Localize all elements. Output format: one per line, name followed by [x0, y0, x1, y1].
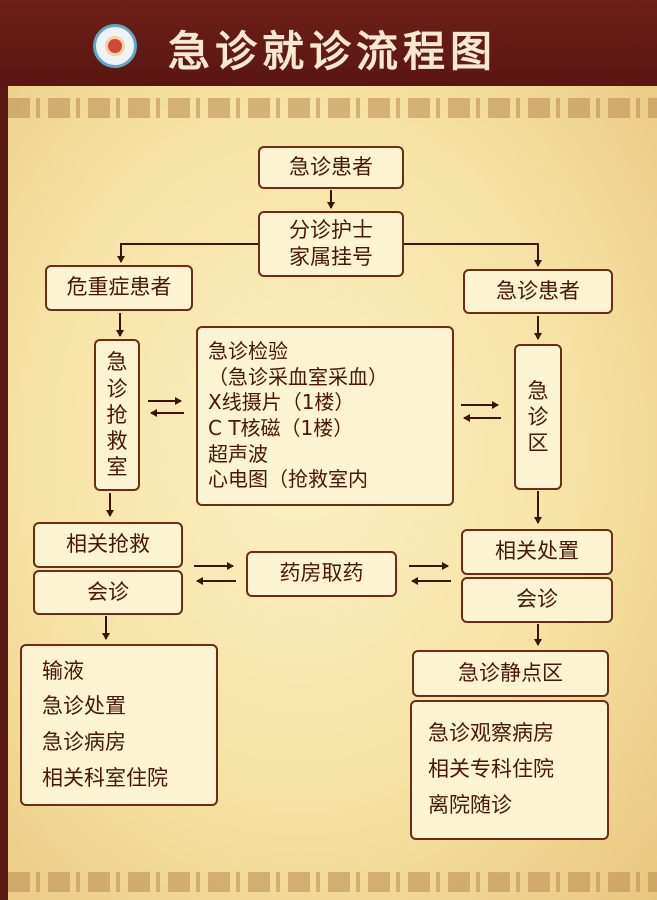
emergency-area-char: 诊	[527, 404, 549, 429]
related-rescue-box: 相关抢救	[33, 522, 183, 568]
infusion-area-label: 急诊静点区	[458, 660, 563, 685]
left-consultation-box: 会诊	[33, 570, 183, 615]
right-consultation-box: 会诊	[461, 577, 613, 623]
pharmacy-box: 药房取药	[246, 551, 397, 597]
left-outcomes-box: 输液 急诊处置 急诊病房 相关科室住院	[20, 644, 218, 806]
related-rescue-label: 相关抢救	[66, 532, 150, 557]
triage-box: 分诊护士 家属挂号	[258, 211, 404, 277]
tests-box: 急诊检验 （急诊采血室采血） X线摄片（1楼） C T核磁（1楼） 超声波 心电…	[196, 326, 454, 506]
right-outcomes-box: 急诊观察病房 相关专科住院 离院随诊	[410, 700, 609, 840]
outcome-item: 急诊处置	[42, 694, 126, 719]
test-item: C T核磁（1楼）	[208, 416, 354, 440]
page-title: 急诊就诊流程图	[168, 27, 498, 76]
emergency-patient-box: 急诊患者	[258, 146, 404, 189]
test-item: X线摄片（1楼）	[208, 390, 355, 415]
outcome-item: 相关科室住院	[42, 765, 168, 790]
rescue-room-char: 抢	[106, 402, 128, 427]
outcome-item: 输液	[42, 658, 84, 683]
infusion-area-box: 急诊静点区	[412, 650, 609, 697]
rescue-room-box: 急 诊 抢 救 室	[94, 339, 140, 491]
rescue-room-char: 急	[106, 350, 128, 375]
hospital-logo-icon	[93, 24, 137, 68]
header-banner: 急诊就诊流程图	[0, 0, 657, 86]
outcome-item: 离院随诊	[428, 792, 512, 817]
regular-patient-box: 急诊患者	[463, 269, 613, 314]
right-consultation-label: 会诊	[516, 587, 558, 612]
test-item: 心电图（抢救室内	[208, 467, 368, 492]
emergency-patient-label: 急诊患者	[289, 154, 373, 179]
outcome-item: 急诊病房	[42, 730, 126, 754]
regular-patient-label: 急诊患者	[496, 278, 580, 303]
emergency-area-char: 急	[527, 378, 549, 403]
left-consultation-label: 会诊	[87, 579, 129, 604]
family-registration-label: 家属挂号	[289, 245, 373, 269]
pharmacy-label: 药房取药	[279, 561, 364, 586]
related-treatment-box: 相关处置	[461, 529, 613, 575]
critical-patient-label: 危重症患者	[66, 275, 172, 300]
test-item: 超声波	[208, 441, 268, 466]
rescue-room-char: 诊	[106, 376, 128, 401]
emergency-area-char: 区	[527, 431, 549, 456]
test-item: 急诊检验	[208, 339, 288, 364]
related-treatment-label: 相关处置	[495, 539, 579, 564]
triage-nurse-label: 分诊护士	[289, 217, 373, 242]
emergency-area-box: 急 诊 区	[514, 344, 562, 490]
arrow-triage-to-regular	[404, 243, 542, 267]
arrow-triage-to-critical	[117, 243, 258, 263]
outcome-item: 相关专科住院	[428, 757, 554, 782]
test-item: （急诊采血室采血）	[208, 364, 388, 389]
rescue-room-char: 室	[106, 455, 128, 480]
critical-patient-box: 危重症患者	[45, 265, 193, 311]
outcome-item: 急诊观察病房	[428, 721, 554, 746]
decorative-border-top	[8, 98, 657, 118]
rescue-room-char: 救	[106, 429, 128, 454]
decorative-border-bottom	[8, 872, 657, 892]
